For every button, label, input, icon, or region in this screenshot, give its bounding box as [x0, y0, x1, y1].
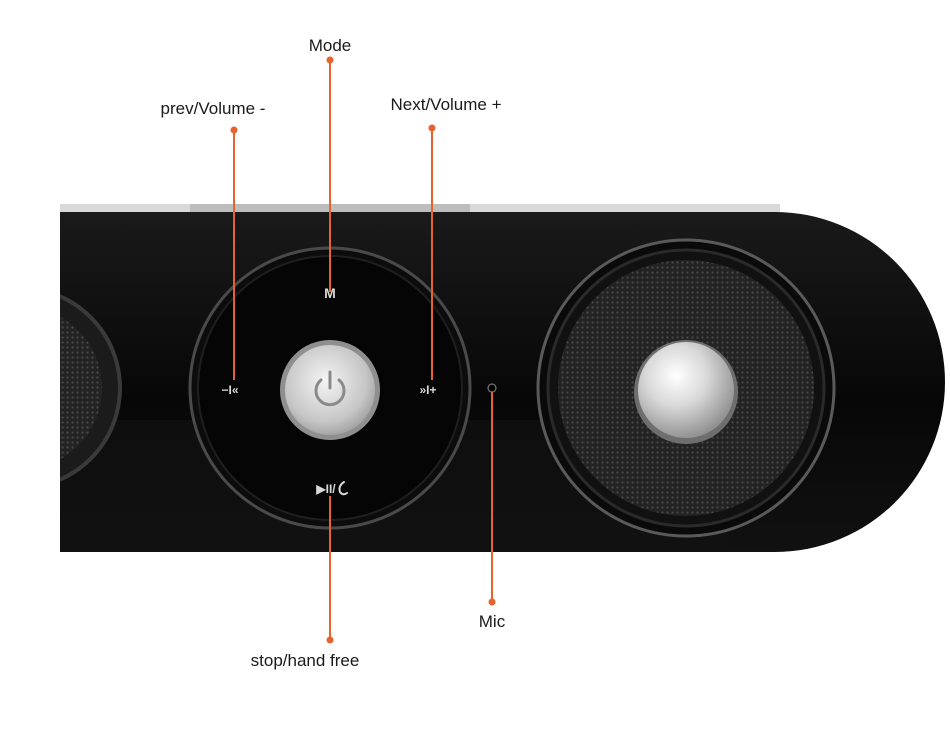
phone-icon — [338, 481, 348, 496]
play-pause-glyph: ▶II/ — [315, 482, 336, 496]
mode-callout-dot — [326, 56, 334, 64]
next-volume-label: Next/Volume + — [390, 95, 502, 114]
stop-hand-free-label: stop/hand free — [250, 651, 360, 670]
mic-hole — [487, 383, 497, 393]
next-volume-up-button[interactable]: »I+ — [419, 383, 436, 397]
play-pause-button[interactable]: ▶II/ — [315, 481, 348, 496]
mode-button[interactable]: M — [324, 285, 336, 301]
speaker-cap — [638, 342, 734, 438]
prev-volume-down-button[interactable]: −I« — [221, 383, 238, 397]
right-speaker — [536, 238, 836, 538]
prev-volume-label: prev/Volume - — [160, 99, 266, 118]
power-button[interactable] — [280, 340, 380, 440]
mic-label: Mic — [478, 612, 506, 631]
left-crop — [0, 212, 60, 552]
callout-lines — [230, 56, 496, 644]
prev-callout-dot — [230, 126, 238, 134]
mic-callout-dot — [488, 598, 496, 606]
stop-callout-dot — [326, 636, 334, 644]
power-icon — [314, 370, 346, 407]
mode-label: Mode — [308, 36, 352, 55]
next-callout-dot — [428, 124, 436, 132]
